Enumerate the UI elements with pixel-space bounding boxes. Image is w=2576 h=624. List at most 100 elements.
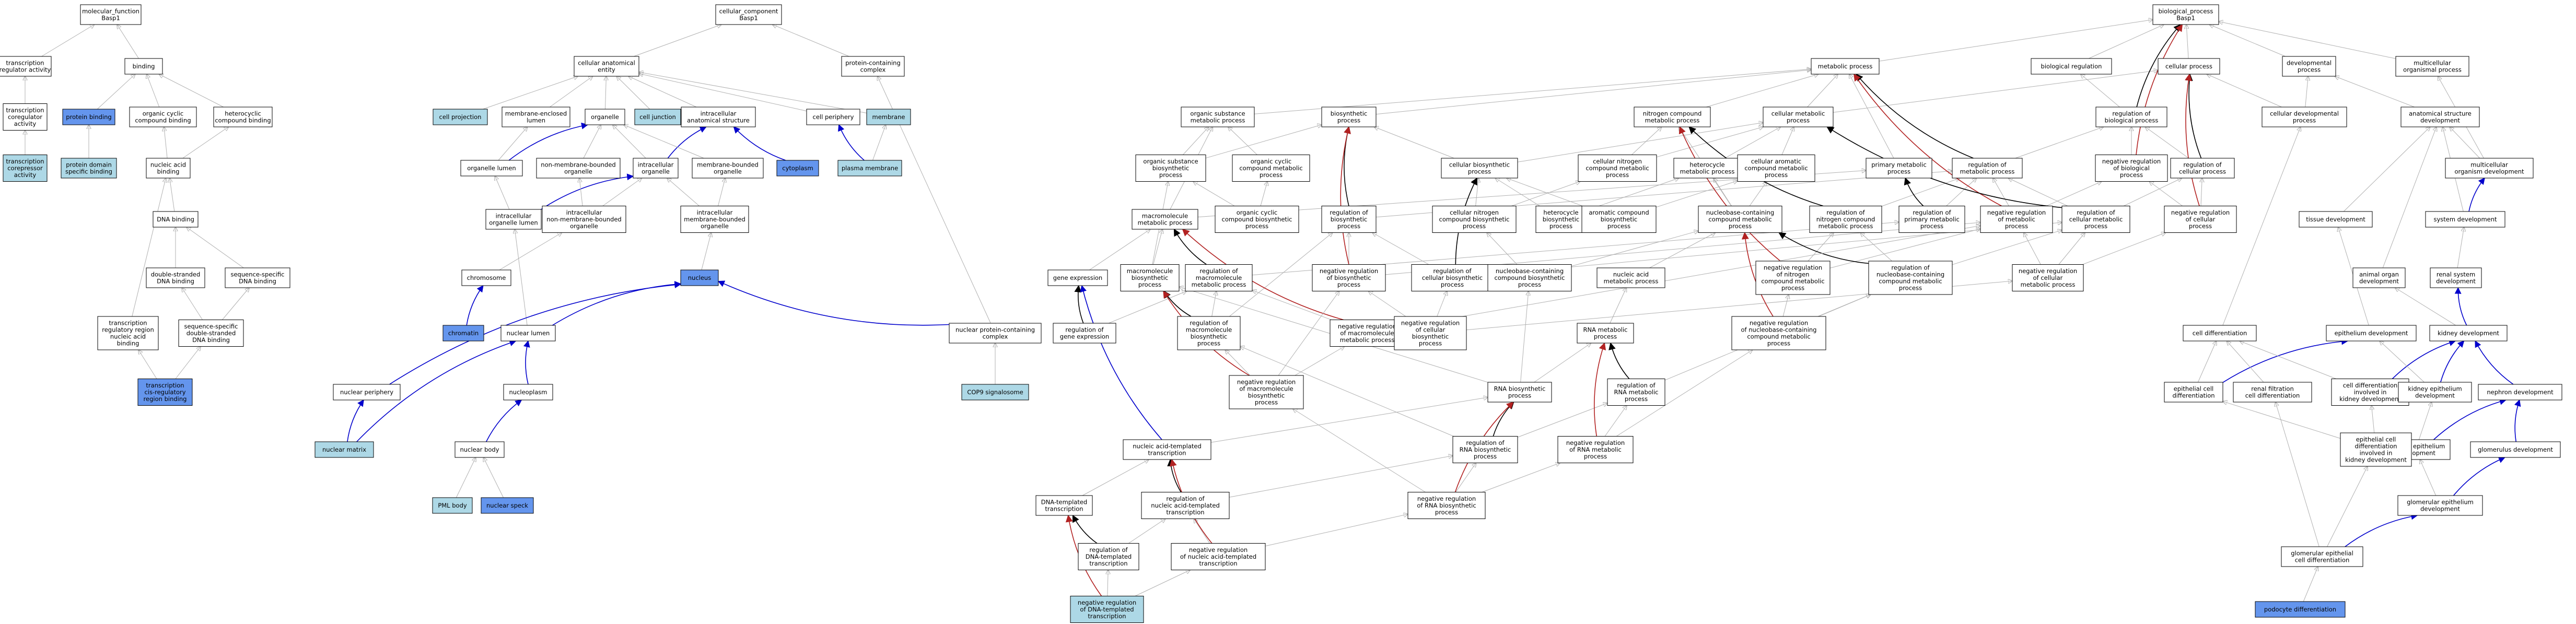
- node-box: [1952, 158, 2023, 179]
- node-box: [2400, 107, 2480, 127]
- edge-is-a: [1475, 178, 1479, 206]
- node-box: [1487, 264, 1572, 291]
- node-box: [146, 158, 191, 179]
- node-label: chromosome: [467, 274, 506, 281]
- node-box: [2158, 58, 2220, 75]
- edge-is-a: [1404, 226, 1980, 327]
- node-box: [2470, 441, 2561, 458]
- node-box: [1185, 264, 1253, 291]
- go-term-node: DNA binding: [153, 211, 199, 228]
- edge-is-a: [495, 176, 510, 210]
- node-box: [0, 56, 52, 77]
- edge-part-of: [2440, 340, 2465, 383]
- node-box: [2152, 4, 2219, 25]
- edge-is-a: [456, 457, 475, 498]
- edge-is-a: [1278, 291, 1339, 376]
- go-term-node: cell periphery: [806, 109, 860, 125]
- edge-is-a: [1952, 230, 2062, 265]
- edge-is-a: [483, 457, 504, 498]
- node-label: binding: [133, 63, 155, 70]
- edge-is-a: [628, 76, 697, 108]
- node-box: [1581, 206, 1657, 233]
- edge-is-a: [1604, 406, 1627, 437]
- node-box: [460, 160, 523, 176]
- edge-part-of: [2454, 287, 2467, 326]
- node-box: [2164, 206, 2237, 233]
- node-box: [961, 384, 1029, 401]
- node-box: [633, 158, 679, 179]
- edge-is-a: [2024, 233, 2041, 265]
- edge-is-a: [1571, 231, 1698, 267]
- node-box: [2478, 384, 2562, 401]
- edge-is-a: [117, 25, 139, 59]
- node-box: [2398, 382, 2472, 403]
- node-box: [1763, 107, 1834, 127]
- edge-is-a: [1193, 182, 1235, 206]
- edge-is-a: [2201, 178, 2202, 206]
- edge-is-a: [2145, 127, 2189, 159]
- node-box: [442, 325, 484, 342]
- go-term-node: plasma membrane: [837, 160, 902, 176]
- go-term-node: cellular process: [2158, 58, 2220, 75]
- edge-part-of: [667, 126, 707, 159]
- edge-is-a: [1295, 347, 1345, 376]
- node-box: [1809, 206, 1882, 233]
- node-box: [137, 379, 193, 406]
- edge-is-a: [2046, 182, 2102, 206]
- node-box: [1312, 264, 1386, 291]
- node-box: [1053, 323, 1116, 344]
- node-box: [574, 56, 639, 77]
- edge-is-a: [515, 229, 528, 326]
- node-box: [2430, 267, 2482, 288]
- node-label: glomerulus development: [2478, 446, 2553, 453]
- node-box: [461, 269, 511, 286]
- edge-is-a: [2450, 127, 2480, 159]
- node-box: [2170, 158, 2235, 179]
- edge-is-a: [1260, 182, 1267, 206]
- edge-is-a: [1706, 74, 1819, 108]
- edge-regulates: [2136, 23, 2181, 108]
- node-box: [1607, 379, 1665, 406]
- edge-part-of: [2392, 339, 2456, 380]
- node-box: [1577, 323, 1634, 344]
- edge-negatively-regulates: [1340, 126, 1351, 265]
- node-box: [129, 107, 197, 127]
- node-box: [2031, 58, 2112, 75]
- node-box: [178, 320, 244, 347]
- node-box: [2429, 325, 2508, 342]
- node-label: nephron development: [2487, 388, 2554, 396]
- node-box: [454, 441, 505, 458]
- edge-part-of: [2475, 340, 2514, 385]
